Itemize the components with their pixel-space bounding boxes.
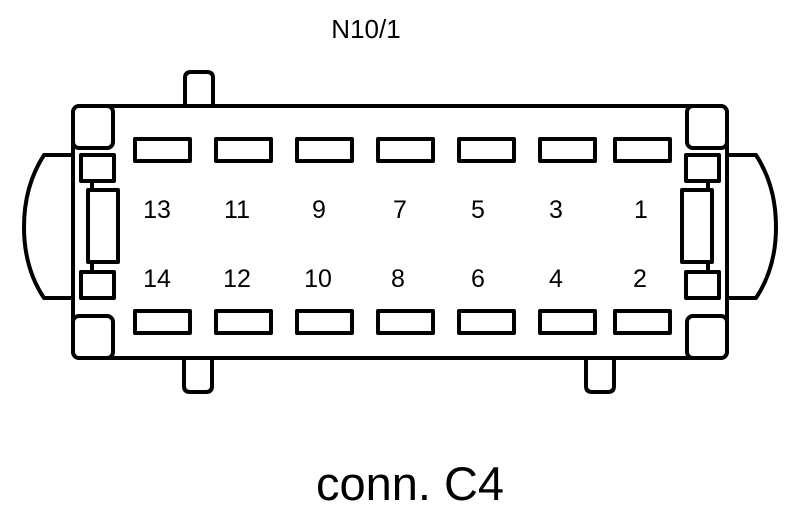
pin-label-5: 5 (471, 196, 485, 224)
contact-slot (613, 309, 672, 335)
contact-slot (133, 309, 192, 335)
pin-label-14: 14 (143, 265, 171, 293)
pin-label-13: 13 (143, 196, 171, 224)
diagram-caption: conn. C4 (316, 457, 504, 510)
pin-labels-bottom: 14 12 10 8 6 4 2 (143, 265, 647, 293)
corner-bracket-top-right (685, 104, 729, 150)
contact-slot (538, 137, 597, 163)
corner-bracket-top-left (71, 104, 115, 150)
pin-label-1: 1 (634, 196, 648, 224)
pin-label-3: 3 (549, 196, 563, 224)
pin-label-6: 6 (471, 265, 485, 293)
contact-slot (214, 137, 273, 163)
corner-bracket-bottom-left (71, 314, 115, 360)
bottom-tab-right (584, 354, 616, 394)
contact-slot (457, 309, 516, 335)
pin-label-11: 11 (224, 196, 250, 224)
contact-slot (214, 309, 273, 335)
pin-label-12: 12 (223, 265, 251, 293)
contact-slot (457, 137, 516, 163)
pin-label-9: 9 (312, 196, 326, 224)
corner-bracket-bottom-right (685, 314, 729, 360)
slot-row-bottom (133, 309, 672, 335)
right-key-top (684, 153, 721, 183)
contact-slot (613, 137, 672, 163)
contact-slot (538, 309, 597, 335)
right-latch (706, 153, 778, 300)
pin-label-4: 4 (549, 265, 563, 293)
right-key-bottom (684, 270, 721, 300)
left-key-top (79, 153, 116, 183)
pin-labels-top: 13 11 9 7 5 3 1 (143, 196, 648, 224)
contact-slot (295, 309, 354, 335)
pin-label-7: 7 (393, 196, 407, 224)
pin-label-2: 2 (633, 265, 647, 293)
left-key-middle (86, 188, 120, 264)
slot-row-top (133, 137, 672, 163)
pin-label-8: 8 (391, 265, 405, 293)
pin-label-10: 10 (304, 265, 332, 293)
contact-slot (295, 137, 354, 163)
connector-body (71, 104, 729, 360)
left-key-bottom (79, 270, 116, 300)
left-latch (22, 153, 94, 300)
diagram-title: N10/1 (331, 14, 400, 44)
bottom-tab-left (182, 354, 214, 394)
top-center-tab (183, 70, 215, 110)
contact-slot (376, 137, 435, 163)
contact-slot (133, 137, 192, 163)
contact-slot (376, 309, 435, 335)
right-key-middle (680, 188, 714, 264)
